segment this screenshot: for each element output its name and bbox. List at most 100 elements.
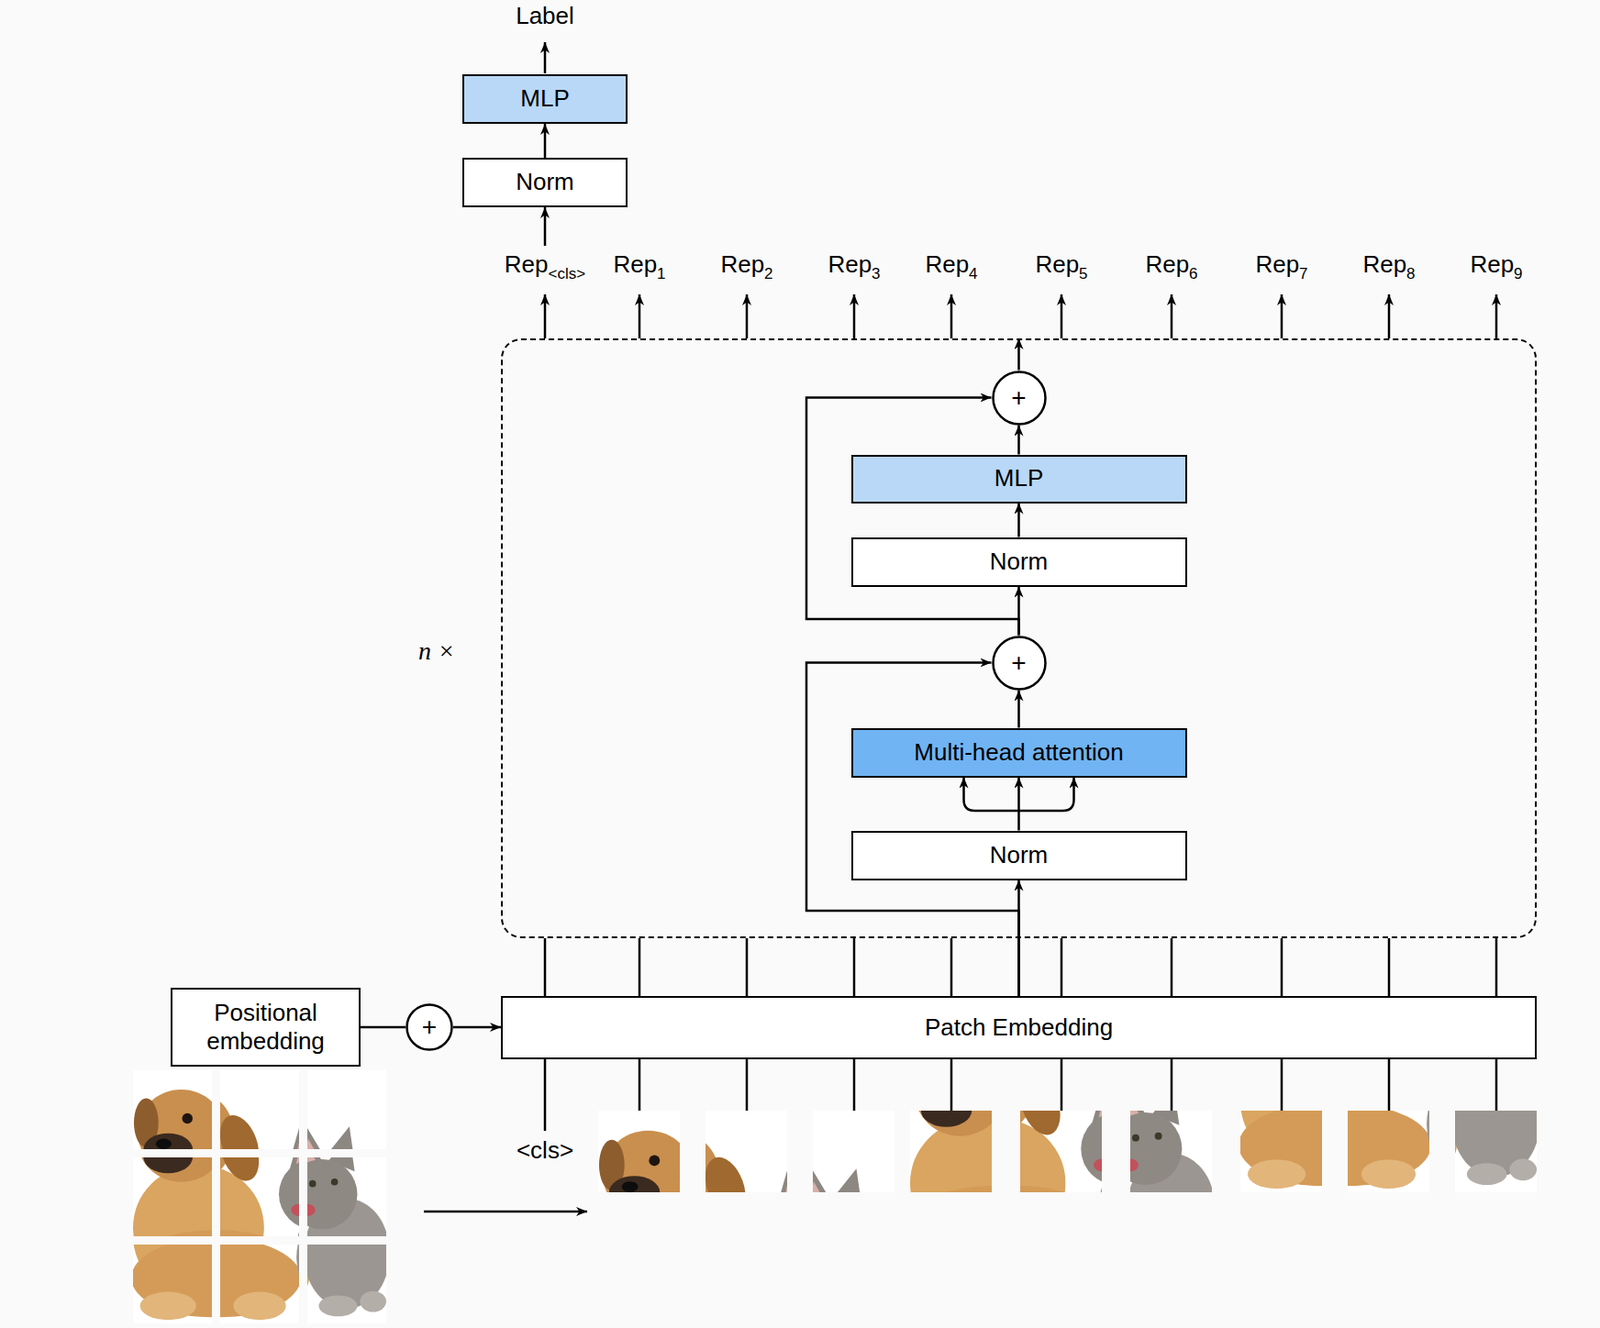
connector — [1017, 338, 1021, 371]
image-patch — [1289, 947, 1540, 1193]
representation-label: Rep6 — [1144, 250, 1198, 279]
rep-arrow — [544, 294, 547, 339]
plus-sign: + — [1011, 385, 1026, 412]
connector — [1017, 425, 1021, 456]
label-subscript: 4 — [968, 265, 978, 283]
token-wire — [1060, 938, 1064, 997]
token-wire — [853, 938, 856, 997]
image-cell — [147, 1087, 389, 1324]
connector — [1017, 777, 1021, 832]
label-subscript: <cls> — [548, 265, 587, 283]
plus-sign: + — [422, 1014, 437, 1041]
cls-arrow — [544, 207, 547, 246]
label-part: Rep — [612, 250, 657, 278]
representation-label: Rep8 — [1362, 250, 1415, 279]
output-arrow — [544, 42, 547, 74]
split-arrow — [423, 1211, 588, 1214]
circle-outline — [992, 636, 1045, 689]
label-part: Rep — [720, 250, 765, 278]
label-subscript: 5 — [1078, 265, 1088, 283]
token-wire — [638, 938, 642, 997]
label-subscript: 6 — [1188, 265, 1198, 283]
connector — [544, 123, 547, 158]
rep-arrow — [1280, 294, 1284, 339]
circle-outline — [992, 371, 1045, 424]
box-label: Norm — [989, 841, 1049, 870]
plus-sign: + — [1011, 650, 1026, 677]
label-subscript: 3 — [871, 265, 880, 283]
input-wire — [853, 1059, 856, 1112]
representation-label: Rep9 — [1469, 250, 1523, 279]
token-wire — [544, 938, 547, 997]
repeat-count: n × — [400, 635, 474, 667]
token-wire — [950, 938, 954, 997]
label-subscript: 9 — [1513, 265, 1523, 283]
box-label: Norm — [515, 167, 575, 197]
rep-arrow — [1170, 294, 1174, 339]
box-label: Patch Embedding — [924, 1013, 1113, 1043]
output-label: Label — [515, 1, 575, 31]
representation-label: Rep4 — [924, 250, 978, 279]
input-wire — [950, 1059, 954, 1112]
rep-arrow — [638, 294, 642, 339]
label-subscript: 1 — [656, 265, 666, 283]
box-label: Multi-head attention — [913, 738, 1123, 767]
connector — [1017, 690, 1021, 729]
image-patch — [647, 1111, 898, 1328]
representation-label: Rep7 — [1255, 250, 1308, 279]
input-wire — [1060, 1059, 1064, 1112]
token-wire — [1170, 938, 1174, 997]
fork-branch — [1019, 777, 1075, 812]
fork-branch — [964, 777, 1020, 812]
representation-label: Rep2 — [720, 250, 773, 279]
encoder-block: +MLPNorm+Multi-head attentionNormn × — [500, 338, 1537, 939]
representation-label: Rep1 — [612, 250, 666, 279]
add-circle: + — [405, 1003, 454, 1052]
box-label: MLP — [520, 84, 569, 113]
image-grid — [131, 1070, 389, 1324]
mlp-head-box: MLP — [462, 74, 628, 124]
mlp-box: MLP — [851, 455, 1188, 504]
connector — [360, 1026, 406, 1030]
norm-box: Norm — [851, 831, 1188, 881]
input-wire — [1170, 1059, 1174, 1112]
input-wire — [1280, 1059, 1284, 1112]
input-wire — [1388, 1059, 1391, 1112]
label-part: Rep — [1144, 250, 1189, 278]
label-part: Rep — [1469, 250, 1514, 278]
representation-label: Rep5 — [1034, 250, 1088, 279]
connector — [806, 663, 1020, 998]
rep-arrow — [853, 294, 856, 339]
input-wire — [638, 1059, 642, 1112]
label-subscript: 2 — [764, 265, 773, 283]
connector — [806, 398, 1020, 636]
add-circle: + — [991, 370, 1047, 426]
add-circle: + — [991, 635, 1047, 691]
input-wire — [1495, 1059, 1499, 1112]
label-part: Rep — [1362, 250, 1407, 278]
representation-label: Rep3 — [827, 250, 880, 279]
token-wire — [1280, 938, 1284, 997]
rep-arrow — [950, 294, 954, 339]
label-part: Rep — [504, 250, 549, 278]
input-wire — [745, 1059, 749, 1112]
norm-box: Norm — [851, 537, 1188, 588]
norm-box: Norm — [462, 157, 628, 208]
connector — [1017, 503, 1021, 538]
patch-embedding-box: Patch Embedding — [500, 996, 1537, 1060]
label-part: Rep — [1034, 250, 1079, 278]
label-part: Rep — [827, 250, 872, 278]
image-patch — [965, 1029, 1215, 1275]
connector — [453, 1026, 501, 1030]
rep-arrow — [745, 294, 749, 339]
token-wire — [1388, 938, 1391, 997]
box-label: Norm — [989, 547, 1049, 577]
input-wire — [544, 1059, 547, 1132]
rep-arrow — [1060, 294, 1064, 339]
token-wire — [1495, 938, 1499, 997]
attention-box: Multi-head attention — [851, 728, 1188, 778]
embedding-box: Positional embedding — [170, 988, 361, 1067]
token-label: <cls> — [516, 1136, 574, 1166]
